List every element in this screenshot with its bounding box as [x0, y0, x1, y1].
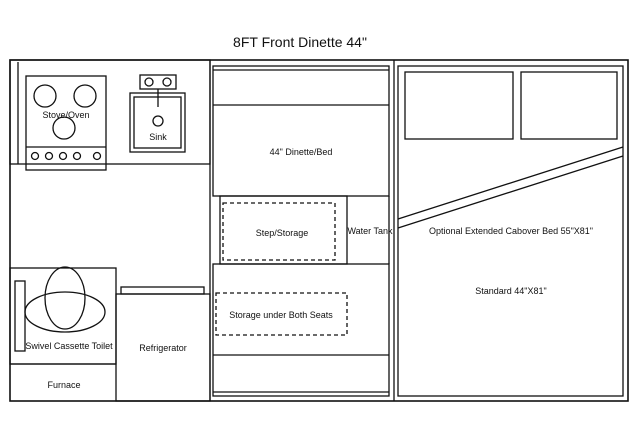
page-title: 8FT Front Dinette 44"	[233, 34, 367, 50]
seats	[212, 263, 390, 397]
drain-icon	[152, 115, 164, 127]
cabover-optional-label: Optional Extended Cabover Bed 55"X81"	[429, 226, 593, 236]
dinette-bed	[212, 65, 390, 197]
knob-icon	[30, 151, 40, 161]
toilet-tank	[14, 280, 26, 352]
knob-icon	[58, 151, 68, 161]
storage-seats-label: Storage under Both Seats	[229, 310, 333, 320]
furnace-label: Furnace	[47, 380, 80, 390]
water-tank-label: Water Tank	[347, 226, 393, 236]
outer-wall	[9, 59, 629, 402]
stove-oven	[25, 75, 107, 171]
cabover-standard-label: Standard 44"X81"	[475, 286, 546, 296]
toilet-bowl	[24, 291, 106, 333]
stove-label: Stove/Oven	[42, 110, 89, 120]
refrigerator	[115, 286, 211, 402]
dinette-label: 44" Dinette/Bed	[270, 147, 333, 157]
sink-label: Sink	[149, 132, 167, 142]
step-label: Step/Storage	[256, 228, 309, 238]
knob-icon	[72, 151, 82, 161]
knob-icon	[92, 151, 102, 161]
burner-icon	[73, 84, 97, 108]
toilet-label: Swivel Cassette Toilet	[25, 341, 113, 351]
toilet	[9, 266, 117, 365]
knob-icon	[44, 151, 54, 161]
storage-under-seats	[215, 292, 348, 336]
faucet-knob-icon	[162, 77, 172, 87]
burner-icon	[33, 84, 57, 108]
burner-icon	[52, 116, 76, 140]
pillow	[520, 71, 618, 140]
cabover-bed	[397, 65, 624, 397]
refrigerator-label: Refrigerator	[139, 343, 187, 353]
step-storage	[222, 202, 336, 261]
faucet-knob-icon	[144, 77, 154, 87]
pillow	[404, 71, 514, 140]
toilet-seat	[44, 266, 86, 330]
sink	[129, 74, 186, 153]
